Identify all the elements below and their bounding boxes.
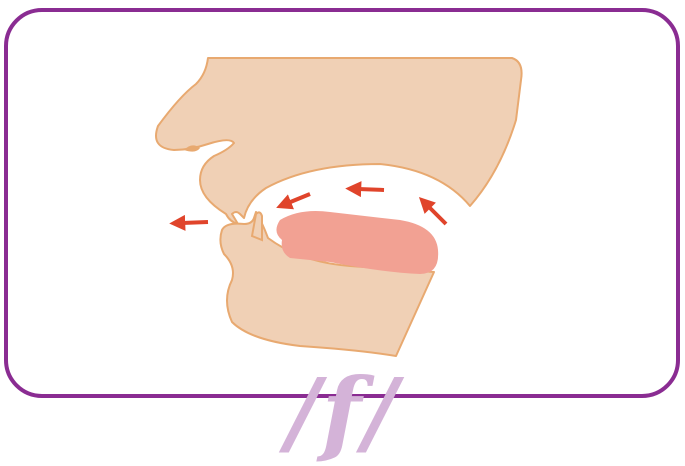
phoneme-label: /f/: [0, 362, 685, 462]
airflow-arrow-icon: [182, 222, 208, 223]
airflow-arrow-icon: [358, 189, 384, 190]
airflow-arrow-icon: [288, 194, 310, 203]
airflow-arrow-icon: [428, 206, 446, 224]
upper-head: [156, 58, 522, 224]
